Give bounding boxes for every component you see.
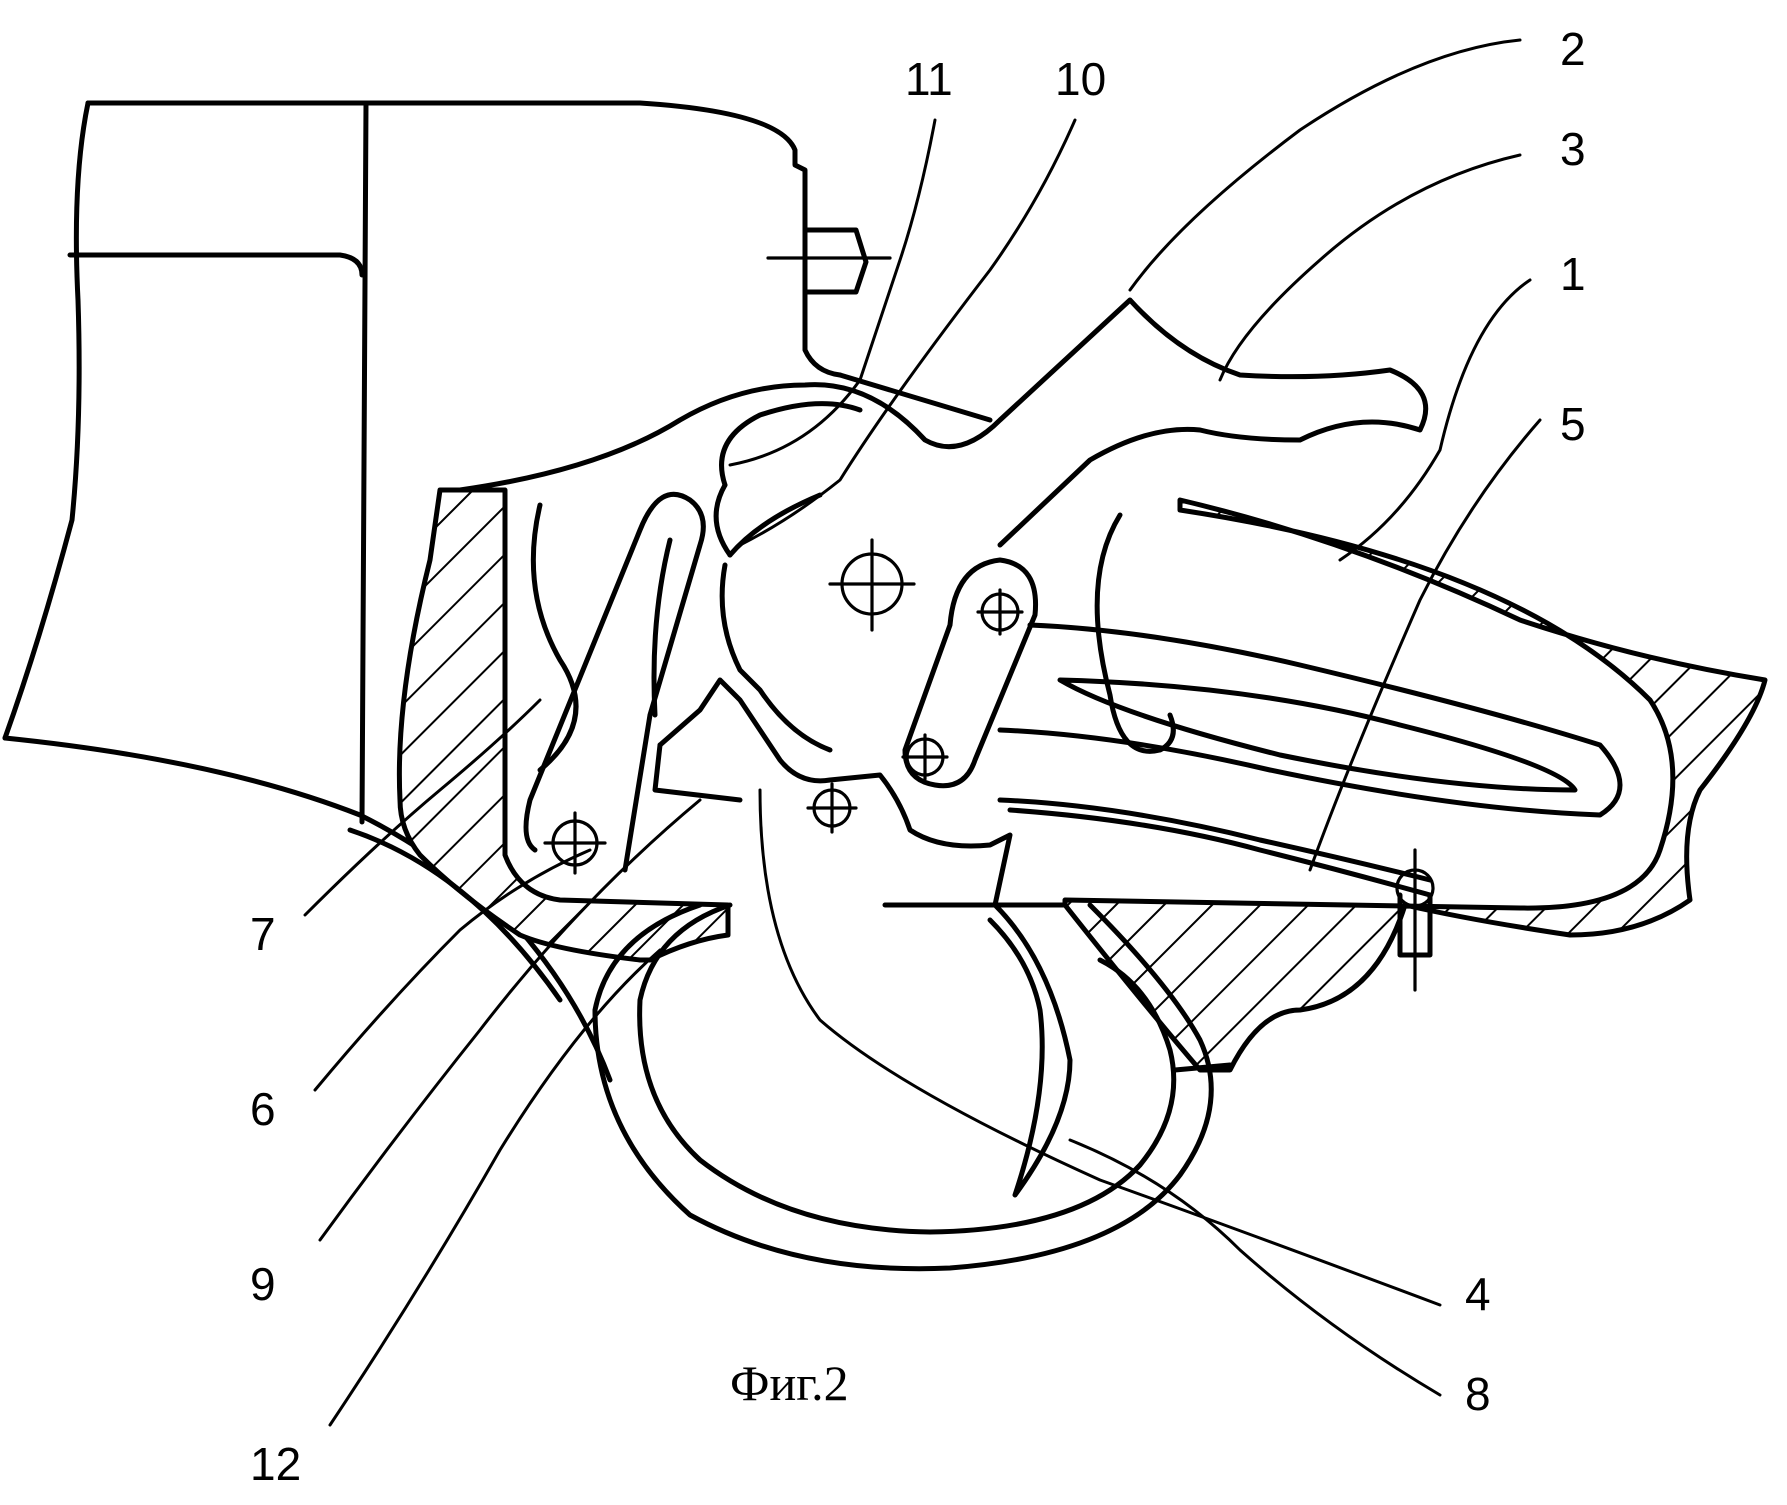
label-6: 6 — [250, 1083, 276, 1135]
figure-caption: Фиг.2 — [730, 1355, 849, 1411]
label-11: 11 — [905, 53, 953, 105]
label-10: 10 — [1055, 53, 1106, 105]
sear-lever — [523, 491, 706, 875]
part-labels: 2 3 1 5 11 10 7 6 9 12 4 8 — [250, 23, 1586, 1490]
label-3: 3 — [1560, 123, 1586, 175]
label-9: 9 — [250, 1258, 276, 1310]
stock-section — [396, 487, 1768, 1073]
link-and-spring — [901, 512, 1623, 992]
trigger — [652, 677, 1073, 1198]
label-2: 2 — [1560, 23, 1586, 75]
main-pivot — [828, 538, 916, 632]
label-12: 12 — [250, 1438, 301, 1490]
label-5: 5 — [1560, 398, 1586, 450]
label-7: 7 — [250, 908, 276, 960]
label-4: 4 — [1465, 1268, 1491, 1320]
leader-lines — [303, 38, 1542, 1427]
label-8: 8 — [1465, 1368, 1491, 1420]
label-1: 1 — [1560, 248, 1586, 300]
